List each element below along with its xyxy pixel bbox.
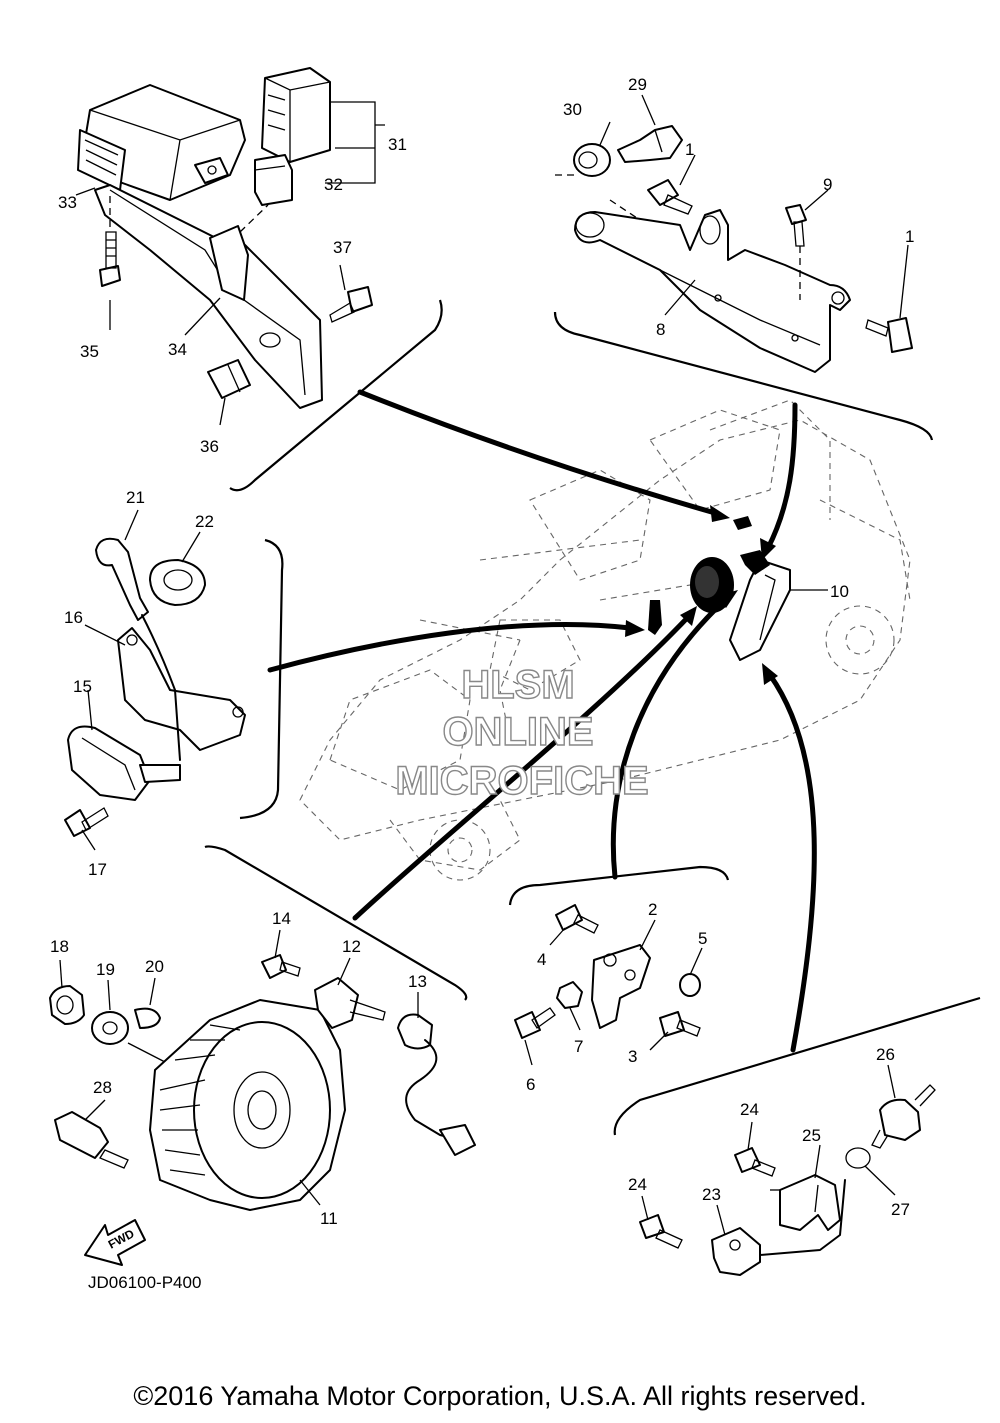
watermark-line-2: ONLINE <box>442 710 593 754</box>
callout-7: 7 <box>574 1037 583 1056</box>
grommet-30 <box>573 143 611 177</box>
callout-15: 15 <box>73 677 92 696</box>
grommet-22 <box>149 559 206 606</box>
ignition-coil-group <box>64 537 246 837</box>
coil-15 <box>67 725 151 801</box>
callout-8: 8 <box>656 320 665 339</box>
bolt-4 <box>555 904 583 931</box>
relay-31 <box>261 67 331 163</box>
callout-28: 28 <box>93 1078 112 1097</box>
callout-36: 36 <box>200 437 219 456</box>
fuse-32 <box>254 154 293 206</box>
nut-5 <box>679 973 701 997</box>
o-ring-27 <box>845 1147 871 1169</box>
callout-22: 22 <box>195 512 214 531</box>
bolt-24-upper <box>734 1147 761 1173</box>
bolt-17 <box>64 809 91 837</box>
group-brackets <box>204 299 981 1136</box>
callout-30: 30 <box>563 100 582 119</box>
callout-21: 21 <box>126 488 145 507</box>
callout-27: 27 <box>891 1200 910 1219</box>
callout-34: 34 <box>168 340 187 359</box>
bolt-1-right <box>887 317 913 353</box>
bracket-34 <box>94 184 323 409</box>
fitting-29 <box>617 125 683 163</box>
ecu-group <box>77 67 373 409</box>
callout-35: 35 <box>80 342 99 361</box>
coil-bracket-group <box>555 125 913 373</box>
washer-19 <box>91 1011 129 1045</box>
callout-1-top: 1 <box>685 140 694 159</box>
callout-20: 20 <box>145 957 164 976</box>
callout-10: 10 <box>830 582 849 601</box>
bracket-25 <box>779 1174 841 1231</box>
bolt-1-upper <box>647 179 679 206</box>
bracket-16 <box>117 627 246 751</box>
callout-33: 33 <box>58 193 77 212</box>
callout-32: 32 <box>324 175 343 194</box>
callout-2: 2 <box>648 900 657 919</box>
bracket-8 <box>574 209 851 373</box>
bracket-23 <box>711 1227 761 1276</box>
plug-cap-21 <box>95 537 149 621</box>
bolt-6 <box>514 1011 541 1039</box>
callout-16: 16 <box>64 608 83 627</box>
callout-9: 9 <box>823 175 832 194</box>
callout-13: 13 <box>408 972 427 991</box>
throttle-bracket-group <box>514 904 701 1039</box>
callout-31: 31 <box>388 135 407 154</box>
callout-14: 14 <box>272 909 291 928</box>
bolt-3 <box>659 1011 685 1037</box>
sensor-28 <box>54 1111 109 1159</box>
leader-lines <box>59 94 909 1236</box>
callout-19: 19 <box>96 960 115 979</box>
watermark-line-3: MICROFICHE <box>395 759 648 803</box>
callout-24-lower: 24 <box>628 1175 647 1194</box>
callout-4: 4 <box>537 950 546 969</box>
clip-36 <box>207 359 251 399</box>
flywheel-group <box>49 954 476 1211</box>
callout-24-upper: 24 <box>740 1100 759 1119</box>
callout-29: 29 <box>628 75 647 94</box>
callout-12: 12 <box>342 937 361 956</box>
callout-17: 17 <box>88 860 107 879</box>
callout-25: 25 <box>802 1126 821 1145</box>
bracket-2 <box>591 944 651 1029</box>
callout-23: 23 <box>702 1185 721 1204</box>
callout-18: 18 <box>50 937 69 956</box>
bolt-9 <box>785 204 807 225</box>
part-number-labels: 1 1 2 3 4 5 6 7 8 9 10 11 12 13 14 15 16… <box>50 75 914 1228</box>
sensor-26 <box>879 1098 921 1141</box>
screw-37 <box>347 286 373 313</box>
callout-37: 37 <box>333 238 352 257</box>
grommet-13 <box>397 1013 433 1050</box>
copyright-notice: ©2016 Yamaha Motor Corporation, U.S.A. A… <box>133 1381 866 1411</box>
pickup-coil-12 <box>314 977 359 1029</box>
callout-5: 5 <box>698 929 707 948</box>
bolt-35 <box>99 265 121 287</box>
sensor-group <box>639 1084 936 1276</box>
watermark-line-1: HLSM <box>461 663 574 707</box>
nut-7 <box>556 981 583 1009</box>
callout-26: 26 <box>876 1045 895 1064</box>
callout-3: 3 <box>628 1047 637 1066</box>
reference-code: JD06100-P400 <box>88 1273 201 1292</box>
key-20 <box>134 1007 161 1029</box>
fwd-arrow-icon: FWD <box>84 1219 146 1266</box>
callout-1-right: 1 <box>905 227 914 246</box>
callout-leaders <box>267 389 817 1053</box>
vehicle-outline <box>299 399 911 881</box>
watermark: HLSM ONLINE MICROFICHE <box>395 662 650 803</box>
callout-11: 11 <box>320 1209 338 1228</box>
bolt-24-lower <box>639 1214 665 1239</box>
callout-6: 6 <box>526 1075 535 1094</box>
flywheel-11 <box>149 999 346 1211</box>
bolt-14 <box>261 954 287 979</box>
nut-18 <box>49 985 85 1025</box>
